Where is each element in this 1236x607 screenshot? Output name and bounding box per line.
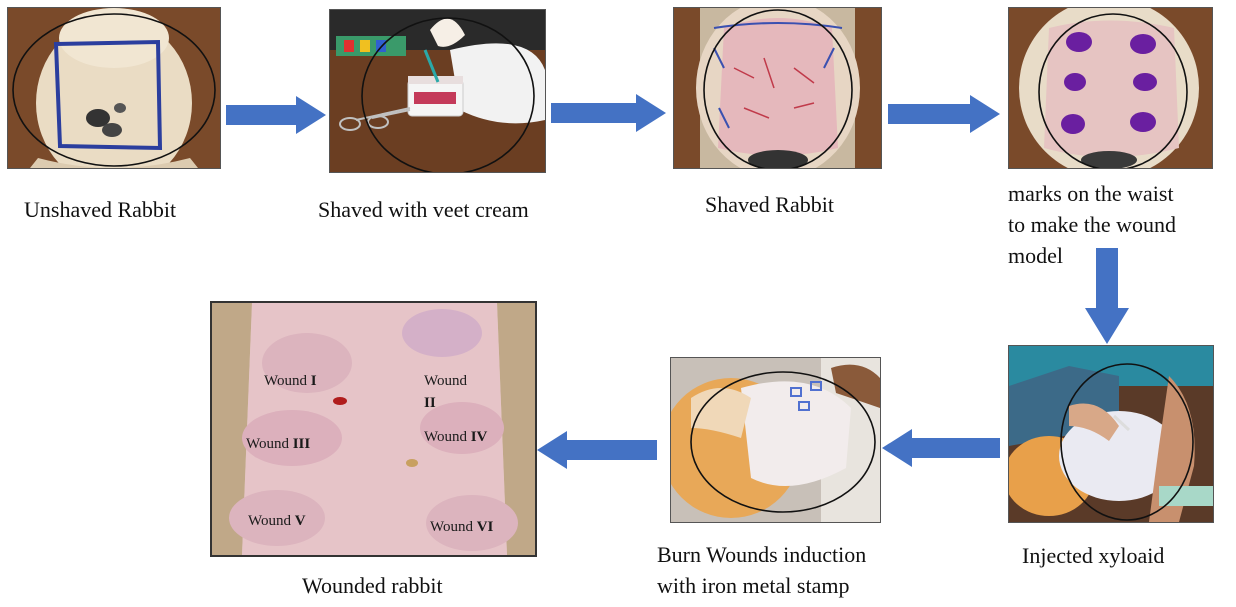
photo-veet-cream (329, 9, 546, 173)
arrow-down (1085, 248, 1129, 344)
wound-label-3: Wound III (246, 436, 310, 452)
wound-word-2: Wound (424, 373, 467, 389)
photo-shaved-rabbit (673, 7, 882, 169)
wound-numeral-4: IV (471, 429, 488, 445)
wound-label-5: Wound V (248, 513, 306, 529)
caption-marks-line-2: to make the wound (1008, 209, 1176, 240)
wound-word-6: Wound (430, 519, 473, 535)
arrow-left-1 (882, 429, 1000, 467)
wound-numeral-3: III (293, 436, 311, 452)
wound-label-6: Wound VI (430, 519, 494, 535)
arrow-right-1 (226, 96, 326, 134)
shaved-rabbit-image (674, 8, 881, 168)
wound-word-4: Wound (424, 429, 467, 445)
caption-veet-cream: Shaved with veet cream (318, 195, 529, 225)
veet-cream-image (330, 10, 545, 172)
caption-shaved-rabbit: Shaved Rabbit (705, 190, 834, 220)
wounded-rabbit-image: Wound I Wound II Wound III Wound IV Woun… (212, 303, 535, 555)
arrow-right-2 (551, 94, 666, 132)
arrow-left-2 (537, 431, 657, 469)
caption-unshaved-rabbit: Unshaved Rabbit (24, 195, 176, 225)
photo-wounded-rabbit: Wound I Wound II Wound III Wound IV Woun… (210, 301, 537, 557)
wound-numeral-2: II (424, 395, 436, 411)
unshaved-rabbit-image (8, 8, 220, 168)
injection-image (1009, 346, 1213, 522)
caption-wounded-rabbit: Wounded rabbit (302, 571, 443, 601)
wound-numeral-6: VI (477, 519, 494, 535)
wound-label-1: Wound I (264, 373, 317, 389)
caption-burn-wounds: Burn Wounds induction with iron metal st… (657, 539, 866, 601)
wound-word-3: Wound (246, 436, 289, 452)
burn-induction-image (671, 358, 880, 522)
photo-injection (1008, 345, 1214, 523)
photo-burn-induction (670, 357, 881, 523)
marked-rabbit-image (1009, 8, 1212, 168)
photo-marked-rabbit (1008, 7, 1213, 169)
wound-numeral-1: I (311, 373, 317, 389)
caption-burn-line-2: with iron metal stamp (657, 570, 866, 601)
wound-numeral-5: V (295, 513, 306, 529)
wound-label-2: Wound (424, 373, 467, 389)
wound-label-4: Wound IV (424, 429, 488, 445)
photo-unshaved-rabbit (7, 7, 221, 169)
caption-burn-line-1: Burn Wounds induction (657, 539, 866, 570)
caption-injected: Injected xyloaid (1022, 541, 1164, 571)
wound-label-2-numeral: II (424, 395, 436, 411)
caption-marks-line-1: marks on the waist (1008, 178, 1176, 209)
arrow-right-3 (888, 95, 1000, 133)
wound-word-1: Wound (264, 373, 307, 389)
wound-word-5: Wound (248, 513, 291, 529)
